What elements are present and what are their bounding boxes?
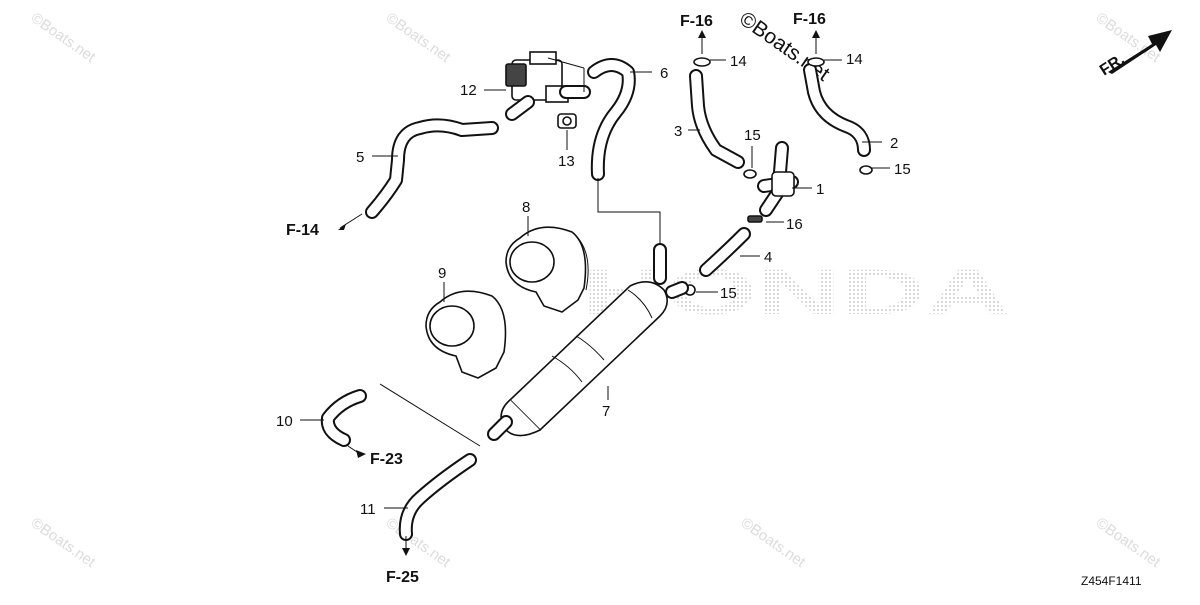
three-way-joint-part xyxy=(757,141,799,217)
part-label-15a: 15 xyxy=(744,127,761,144)
clip-15-upper xyxy=(743,169,757,179)
part-label-8: 8 xyxy=(522,199,530,216)
clip-16 xyxy=(747,215,763,223)
solenoid-valve-part xyxy=(505,51,591,121)
part-label-15b: 15 xyxy=(894,161,911,178)
bracket-8 xyxy=(505,226,589,313)
part-label-9: 9 xyxy=(438,265,446,282)
part-label-4: 4 xyxy=(764,249,772,266)
ref-arrows xyxy=(338,30,820,556)
part-label-13: 13 xyxy=(558,153,575,170)
part-label-15c: 15 xyxy=(720,285,737,302)
ref-link-f14[interactable]: F-14 xyxy=(286,222,319,239)
watermark-bottom-left: ©Boats.net xyxy=(28,514,99,571)
ref-link-f16-right[interactable]: F-16 xyxy=(793,11,826,28)
part-label-2: 2 xyxy=(890,135,898,152)
canister-7 xyxy=(379,243,689,447)
watermark-bottom-right: ©Boats.net xyxy=(1093,514,1164,571)
part-label-12: 12 xyxy=(460,82,477,99)
part-label-5: 5 xyxy=(356,149,364,166)
watermark-bottom-mid: ©Boats.net xyxy=(383,514,454,571)
grommet-part xyxy=(557,113,577,129)
leader-lines xyxy=(300,59,890,509)
part-label-1: 1 xyxy=(816,181,824,198)
part-label-14b: 14 xyxy=(846,51,863,68)
part-label-16: 16 xyxy=(786,216,803,233)
part-label-6: 6 xyxy=(660,65,668,82)
hose-4 xyxy=(699,227,751,277)
clip-14-left xyxy=(693,57,711,67)
watermark-top-left: ©Boats.net xyxy=(28,9,99,66)
hose-2 xyxy=(803,63,871,157)
ref-link-f23[interactable]: F-23 xyxy=(370,451,403,468)
watermark-bottom-mid2: ©Boats.net xyxy=(738,514,809,571)
hose-6 xyxy=(587,58,661,244)
hose-11 xyxy=(398,453,477,541)
part-label-7: 7 xyxy=(602,403,610,420)
part-label-11: 11 xyxy=(360,501,376,518)
hose-3 xyxy=(689,69,745,169)
front-indicator: FR. xyxy=(1097,51,1128,79)
ref-link-f25[interactable]: F-25 xyxy=(386,569,419,586)
ref-link-f16-left[interactable]: F-16 xyxy=(680,13,713,30)
clip-14-right xyxy=(807,57,825,67)
part-label-3: 3 xyxy=(674,123,682,140)
hose-10 xyxy=(320,389,367,447)
diagram-code: Z454F1411 xyxy=(1081,574,1142,588)
hose-5 xyxy=(365,118,499,219)
clip-15-right xyxy=(859,165,873,175)
bracket-9 xyxy=(425,290,507,379)
part-label-14a: 14 xyxy=(730,53,747,70)
part-label-10: 10 xyxy=(276,413,293,430)
watermark-top-mid: ©Boats.net xyxy=(383,9,454,66)
front-arrow-icon xyxy=(1108,30,1172,74)
